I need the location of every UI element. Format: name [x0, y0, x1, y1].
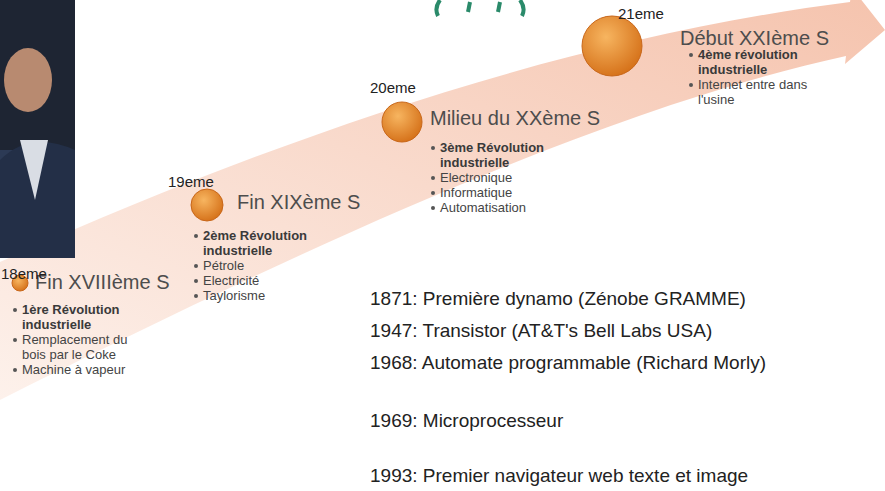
- bullet-item: Pétrole: [193, 258, 333, 273]
- bullet-item: 4ème révolution industrielle: [688, 47, 833, 77]
- bullet-dot: [194, 279, 198, 283]
- bullet-item: Remplacement du bois par le Coke: [12, 332, 147, 362]
- bullet-item: 2ème Révolution industrielle: [193, 228, 333, 258]
- bullet-item: 3ème Révolution industrielle: [430, 140, 570, 170]
- era-dot: [191, 189, 223, 221]
- bullet-text: Taylorisme: [203, 288, 265, 303]
- bullet-dot: [13, 338, 17, 342]
- era-dot: [582, 16, 642, 76]
- era-heading: Fin XIXème S: [237, 190, 360, 214]
- bullet-text: Informatique: [440, 185, 512, 200]
- bullet-item: Internet entre dans l'usine: [688, 77, 833, 107]
- bullet-item: Electricité: [193, 273, 333, 288]
- bullet-dot: [431, 176, 435, 180]
- bullet-dot: [194, 294, 198, 298]
- era-group: Fin XVIIIème S 1ère Révolution industriel…: [12, 270, 170, 377]
- date-milestone: 1993: Premier navigateur web texte et im…: [370, 464, 748, 487]
- bullet-item: Taylorisme: [193, 288, 333, 303]
- era-heading: Fin XVIIIème S: [35, 270, 170, 294]
- era-heading: Milieu du XXème S: [430, 106, 600, 130]
- revolution-title: 3ème Révolution industrielle: [440, 140, 544, 170]
- bullet-dot: [689, 83, 693, 87]
- date-milestone: 1969: Microprocesseur: [370, 409, 563, 432]
- bullet-text: Electricité: [203, 273, 259, 288]
- bullet-dot: [13, 308, 17, 312]
- era-group: Milieu du XXème S 3ème Révolution industr…: [430, 106, 600, 215]
- date-milestone: 1947: Transistor (AT&T's Bell Labs USA): [370, 319, 712, 342]
- cropped-heading: [436, 0, 523, 16]
- bullet-item: Automatisation: [430, 200, 570, 215]
- bullet-dot: [13, 368, 17, 372]
- timeline-arrow: [0, 0, 885, 400]
- era-dot: [382, 102, 422, 142]
- revolution-title: 2ème Révolution industrielle: [203, 228, 307, 258]
- date-milestone: 1968: Automate programmable (Richard Mor…: [370, 351, 770, 374]
- bullet-dot: [689, 53, 693, 57]
- revolution-title: 4ème révolution industrielle: [698, 47, 798, 77]
- century-label: 18eme: [1, 264, 47, 283]
- bullet-text: Electronique: [440, 170, 512, 185]
- bullet-dot: [431, 146, 435, 150]
- bullet-dot: [431, 191, 435, 195]
- bullet-item: Machine à vapeur: [12, 362, 147, 377]
- era-group: Fin XIXème S 2ème Révolution industrielle…: [193, 190, 360, 303]
- bullet-text: Automatisation: [440, 200, 526, 215]
- era-group: Début XXIème S4ème révolution industriel…: [680, 26, 833, 107]
- date-milestone: 1871: Première dynamo (Zénobe GRAMME): [370, 287, 746, 310]
- bullet-dot: [431, 206, 435, 210]
- revolution-title: 1ère Révolution industrielle: [22, 302, 120, 332]
- bullet-item: Electronique: [430, 170, 570, 185]
- bullet-dot: [194, 234, 198, 238]
- bullet-dot: [194, 264, 198, 268]
- bullet-text: Internet entre dans l'usine: [698, 77, 807, 107]
- bullet-text: Pétrole: [203, 258, 244, 273]
- century-label: 21eme: [618, 4, 664, 23]
- century-label: 20eme: [370, 78, 416, 97]
- bullet-item: 1ère Révolution industrielle: [12, 302, 147, 332]
- century-label: 19eme: [168, 172, 214, 191]
- bullet-text: Machine à vapeur: [22, 362, 125, 377]
- era-heading: Début XXIème S: [680, 26, 833, 50]
- bullet-text: Remplacement du bois par le Coke: [22, 332, 128, 362]
- portrait-photo: [0, 0, 75, 258]
- bullet-item: Informatique: [430, 185, 570, 200]
